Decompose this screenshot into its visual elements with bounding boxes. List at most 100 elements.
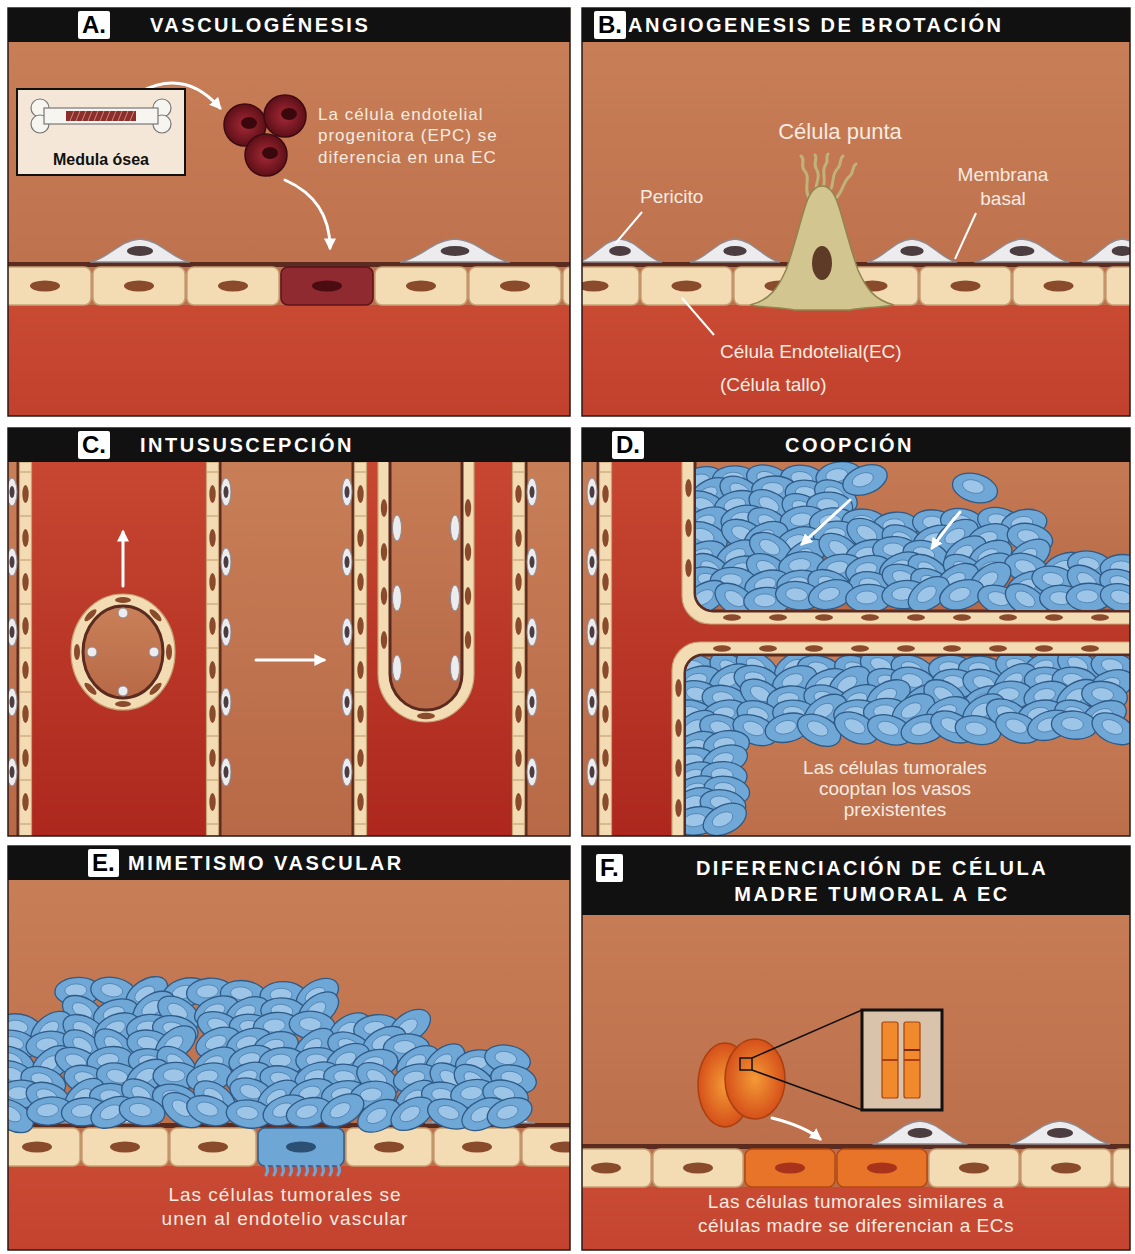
pillar-core: [83, 606, 163, 698]
pericyte: [8, 548, 17, 576]
cell-nucleus: [74, 644, 80, 660]
tumor-cluster: [686, 656, 1130, 836]
cell-nucleus: [357, 573, 363, 591]
arrow: [122, 532, 125, 586]
marrow-hatch: [106, 111, 110, 121]
pericyte: [393, 655, 402, 681]
progenitor-nucleus: [241, 117, 257, 129]
cell-nucleus: [591, 1163, 621, 1174]
tumor-cell-nucleus: [163, 1069, 185, 1082]
cell-nucleus: [381, 499, 387, 517]
cell-nucleus: [22, 529, 28, 547]
cell-nucleus: [148, 607, 164, 623]
cell-nucleus: [1044, 281, 1074, 292]
marrow-hatch: [76, 111, 80, 121]
pericyte-nucleus: [530, 696, 535, 708]
cell-nucleus: [357, 661, 363, 679]
filopodium: [822, 154, 828, 190]
cell-border: [207, 515, 219, 516]
cell-nucleus: [683, 1163, 713, 1174]
endothelial-cell: [745, 1149, 835, 1187]
cell-border: [355, 779, 367, 780]
tumor-cell-nucleus: [710, 809, 735, 830]
endothelial-cell: [82, 1128, 168, 1166]
bone-shaft: [44, 108, 158, 124]
cell-nucleus: [1081, 645, 1099, 651]
pericyte: [393, 515, 402, 541]
pericyte-nucleus: [530, 766, 535, 778]
cell-nucleus: [515, 573, 521, 591]
tumor-cell-body: [953, 712, 1004, 748]
cell-nucleus: [209, 749, 215, 767]
panel-letter-slot: D.: [612, 428, 644, 462]
microvillus: [298, 1165, 300, 1175]
cell-border: [207, 823, 219, 824]
endothelial-cell: [187, 267, 279, 305]
pericyte-nucleus: [345, 556, 350, 568]
pericyte: [587, 688, 597, 716]
pericyte: [118, 686, 128, 696]
tumor-cell-nucleus: [495, 1103, 520, 1122]
pericyte-nucleus: [590, 766, 595, 778]
tumor-cell-nucleus: [850, 470, 875, 490]
chromosome-band: [882, 1059, 898, 1061]
cell-border: [600, 823, 612, 824]
cell-nucleus: [675, 799, 681, 817]
annotation-label: Célula punta: [740, 118, 940, 146]
cell-nucleus: [22, 617, 28, 635]
cell-border: [207, 559, 219, 560]
cell-nucleus: [602, 705, 608, 723]
pericyte-nucleus: [224, 766, 229, 778]
cell-nucleus: [22, 1142, 52, 1153]
pericyte-nucleus: [723, 246, 746, 256]
pillar-wall: [71, 594, 175, 710]
panel-letter-slot: A.: [78, 8, 110, 42]
pericyte-nucleus: [10, 766, 15, 778]
leader-line: [615, 212, 642, 244]
progenitor-nucleus: [281, 108, 297, 120]
cell-border: [513, 515, 525, 516]
endothelial-cell: [8, 1128, 80, 1166]
marrow-hatch: [82, 111, 86, 121]
cell-nucleus: [465, 499, 471, 517]
cell-nucleus: [357, 793, 363, 811]
cell-nucleus: [672, 281, 702, 292]
pericyte: [8, 688, 17, 716]
pericyte: [587, 758, 597, 786]
tumor-cell-body: [1097, 579, 1130, 610]
pericyte-nucleus: [10, 556, 15, 568]
pericyte: [690, 239, 780, 262]
tumor-cell-nucleus: [696, 586, 716, 608]
endothelial-cell: [1113, 1149, 1130, 1187]
tumor-cell-nucleus: [100, 982, 124, 999]
arrow: [802, 500, 850, 544]
microvillus: [266, 1165, 268, 1175]
panel: Medula óseaA.VASCULOGÉNESIS: [8, 8, 570, 416]
pericyte: [342, 758, 352, 786]
annotation-label: (Célula tallo): [720, 373, 827, 397]
cell-nucleus: [867, 1163, 897, 1174]
endothelial-cell: [93, 267, 185, 305]
cell-nucleus: [357, 617, 363, 635]
cell-nucleus: [110, 1142, 140, 1153]
microvillus: [314, 1165, 316, 1175]
tumor-cell-nucleus: [1004, 716, 1029, 736]
cell-border: [20, 691, 32, 692]
endothelial-wall: [600, 462, 612, 836]
cell-border: [355, 823, 367, 824]
panel-letter: A.: [78, 11, 110, 38]
cell-border: [355, 559, 367, 560]
tumor-cell-body: [839, 459, 892, 501]
tumor-cell-body: [483, 1092, 535, 1133]
tumor-cell-nucleus: [295, 1103, 319, 1121]
endothelial-cell: [1013, 267, 1104, 305]
zoom-line: [752, 1070, 862, 1110]
cell-nucleus: [602, 485, 608, 503]
pericyte: [400, 239, 510, 262]
cell-nucleus: [465, 543, 471, 561]
pericyte-nucleus: [10, 486, 15, 498]
cell-border: [600, 559, 612, 560]
endothelial-cell: [837, 1149, 927, 1187]
tumor-cell-nucleus: [1076, 590, 1098, 603]
